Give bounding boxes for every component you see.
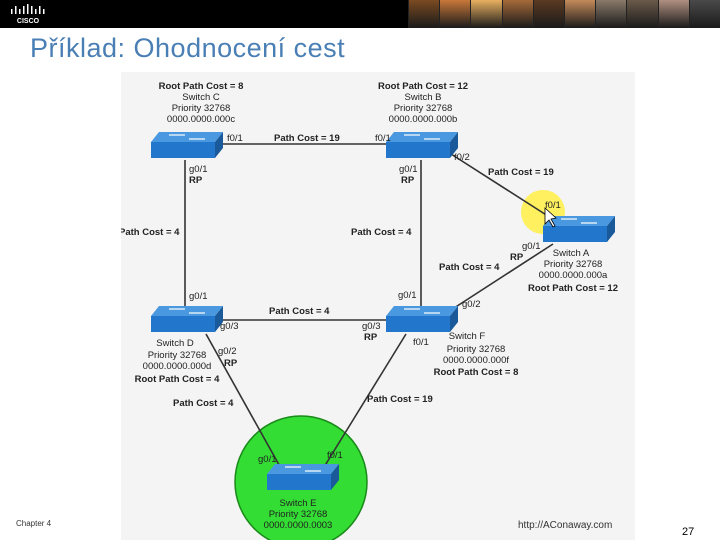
port-b-f01: f0/1: [375, 133, 391, 144]
switch-b-mac: 0000.0000.000b: [389, 114, 458, 125]
port-b-f02: f0/2: [454, 152, 470, 163]
header-photo-7: [595, 0, 626, 28]
port-a-g01: g0/1: [522, 241, 541, 252]
switch-d-icon: [151, 306, 223, 332]
switch-b-name: Switch B: [405, 92, 442, 103]
switch-b-icon: [386, 132, 458, 158]
switch-c-priority: Priority 32768: [172, 103, 231, 114]
page-number: 27: [682, 526, 694, 538]
link-cost-b-f: Path Cost = 4: [351, 227, 412, 238]
header-photo-1: [408, 0, 439, 28]
port-d-g03: g0/3: [220, 321, 239, 332]
link-cost-f-e: Path Cost = 19: [367, 394, 433, 405]
switch-b-cost: Root Path Cost = 12: [378, 81, 468, 92]
link-cost-d-f: Path Cost = 4: [269, 306, 330, 317]
switch-f-mac: 0000.0000.000f: [443, 355, 509, 366]
header-photo-2: [439, 0, 470, 28]
header-photo-6: [564, 0, 595, 28]
port-c-f01: f0/1: [227, 133, 243, 144]
header-photo-5: [533, 0, 564, 28]
chapter-label: Chapter 4: [16, 519, 51, 528]
port-f-g02: g0/2: [462, 299, 481, 310]
switch-e-name: Switch E: [280, 498, 317, 509]
port-d-g01: g0/1: [189, 291, 208, 302]
port-e-g01: g0/1: [258, 454, 277, 465]
port-f-rp: RP: [364, 332, 378, 343]
slide-title: Příklad: Ohodnocení cest: [30, 33, 345, 64]
port-b-g01: g0/1: [399, 164, 418, 175]
switch-d-cost: Root Path Cost = 4: [135, 374, 220, 385]
switch-c-icon: [151, 132, 223, 158]
switch-a-priority: Priority 32768: [544, 259, 603, 270]
header-photo-strip: [408, 0, 720, 28]
switch-a-name: Switch A: [553, 248, 590, 259]
header-bar: CISCO: [0, 0, 720, 28]
port-d-g02: g0/2: [218, 346, 237, 357]
header-photo-9: [658, 0, 689, 28]
stp-diagram-canvas: Root Path Cost = 8 Switch C Priority 327…: [121, 72, 635, 540]
switch-b-priority: Priority 32768: [394, 103, 453, 114]
switch-a-cost: Root Path Cost = 12: [528, 283, 618, 294]
switch-d-name: Switch D: [156, 338, 194, 349]
switch-d-mac: 0000.0000.000d: [143, 361, 212, 372]
link-cost-b-a: Path Cost = 19: [488, 167, 554, 178]
switch-c-name: Switch C: [182, 92, 220, 103]
switch-f-cost: Root Path Cost = 8: [434, 367, 519, 378]
port-c-rp: RP: [189, 175, 203, 186]
port-f-g01: g0/1: [398, 290, 417, 301]
switch-f-priority: Priority 32768: [447, 344, 506, 355]
switch-e-icon: [267, 464, 339, 490]
switch-c-cost: Root Path Cost = 8: [159, 81, 244, 92]
header-photo-8: [626, 0, 657, 28]
port-e-f01: f0/1: [327, 450, 343, 461]
link-cost-c-d: Path Cost = 4: [121, 227, 180, 238]
port-c-g01: g0/1: [189, 164, 208, 175]
port-b-rp: RP: [401, 175, 415, 186]
watermark: http://AConaway.com: [518, 520, 612, 531]
header-photo-10: [689, 0, 720, 28]
switch-d-priority: Priority 32768: [148, 350, 207, 361]
cisco-logo-icon: CISCO: [8, 3, 48, 25]
svg-text:CISCO: CISCO: [17, 18, 40, 25]
header-photo-4: [502, 0, 533, 28]
stp-diagram: Root Path Cost = 8 Switch C Priority 327…: [121, 72, 635, 540]
switch-f-icon: [386, 306, 458, 332]
switch-a-mac: 0000.0000.000a: [539, 270, 608, 281]
link-cost-d-e: Path Cost = 4: [173, 398, 234, 409]
port-a-rp: RP: [510, 252, 524, 263]
link-cost-a-f: Path Cost = 4: [439, 262, 500, 273]
switch-e-mac: 0000.0000.0003: [264, 520, 333, 531]
port-d-rp: RP: [224, 358, 238, 369]
switch-c-mac: 0000.0000.000c: [167, 114, 235, 125]
switch-e-priority: Priority 32768: [269, 509, 328, 520]
port-f-f01: f0/1: [413, 337, 429, 348]
port-a-f01: f0/1: [545, 200, 561, 211]
header-photo-3: [470, 0, 501, 28]
port-f-g03: g0/3: [362, 321, 381, 332]
link-cost-c-b: Path Cost = 19: [274, 133, 340, 144]
switch-a-icon: [543, 216, 615, 242]
switch-f-name: Switch F: [449, 331, 486, 342]
link-b-a: [451, 154, 551, 218]
